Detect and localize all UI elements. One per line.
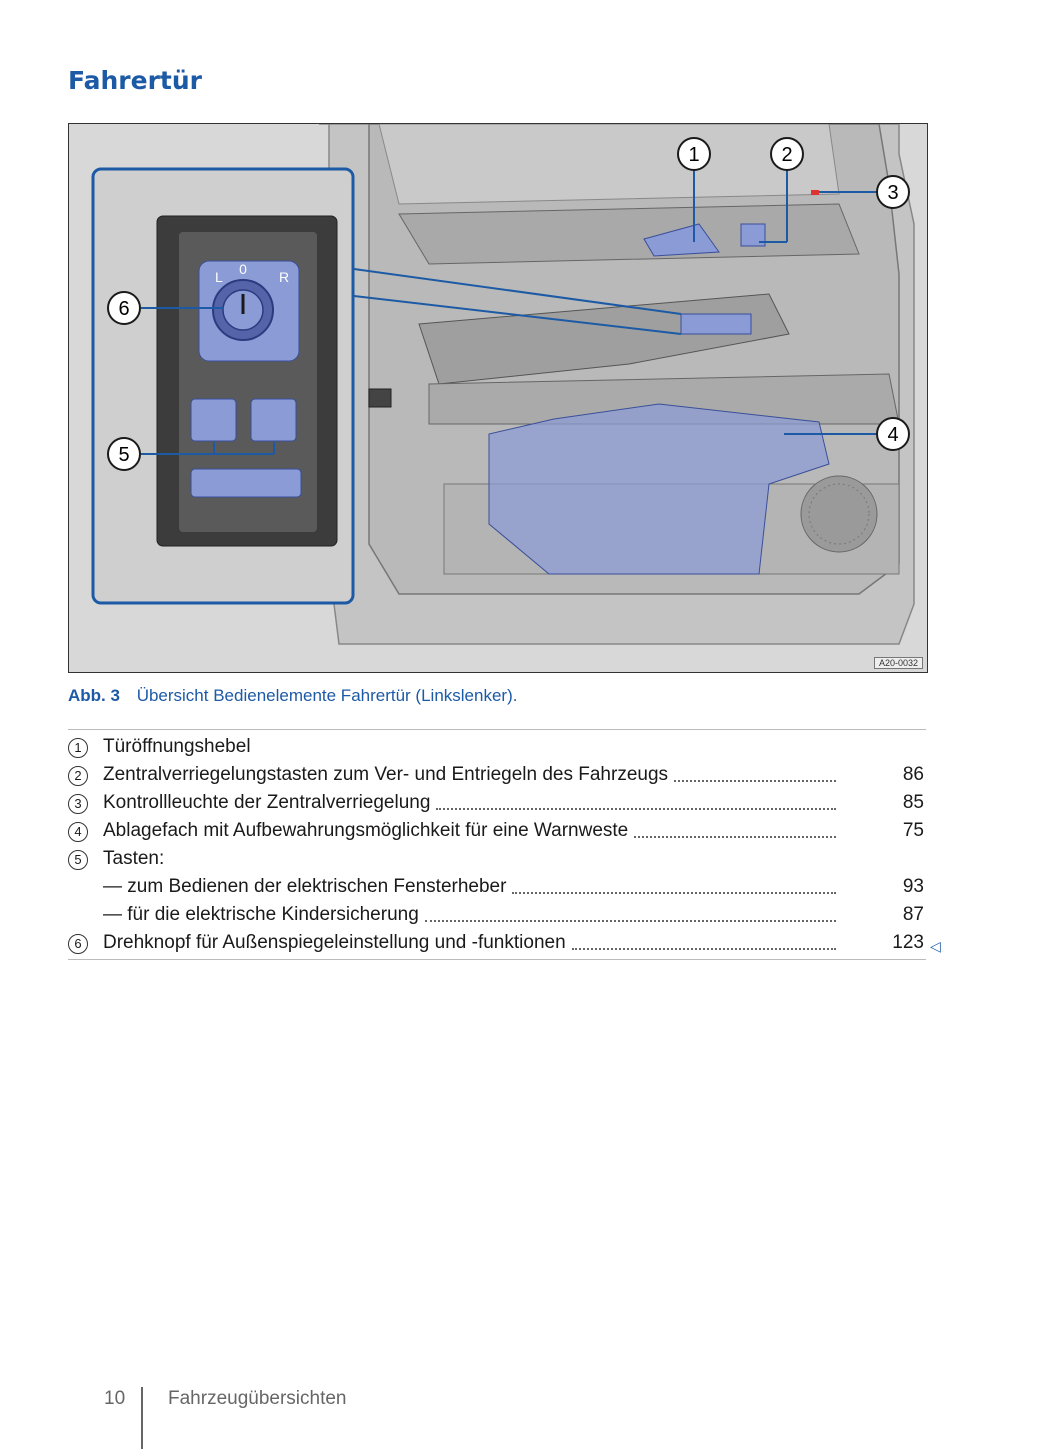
callout-2: 2 <box>771 138 803 170</box>
legend-number: 6 <box>68 934 88 954</box>
legend-text: Drehknopf für Außenspiegeleinstellung un… <box>103 929 566 957</box>
leader-dots <box>512 892 836 894</box>
switch-label-right: R <box>279 269 289 285</box>
footer-divider <box>141 1387 143 1449</box>
legend-text: — für die elektrische Kindersicherung <box>103 901 419 929</box>
legend-text: Zentralverriegelungstasten zum Ver- und … <box>103 761 668 789</box>
leader-dots <box>572 948 836 950</box>
callout-3: 3 <box>877 176 909 208</box>
svg-text:6: 6 <box>118 298 129 320</box>
legend-item: — zum Bedienen der elektrischen Fensterh… <box>68 873 926 901</box>
legend-text: Kontrollleuchte der Zentralverriegelung <box>103 789 430 817</box>
triangle-left-icon: ◁ <box>930 938 941 955</box>
legend-page: 75 <box>903 817 924 845</box>
legend-page: 87 <box>903 901 924 929</box>
legend-page: 86 <box>903 761 924 789</box>
svg-text:5: 5 <box>118 444 129 466</box>
figure-code: A20-0032 <box>874 657 923 669</box>
legend-number: 1 <box>68 738 88 758</box>
svg-text:1: 1 <box>688 144 699 166</box>
caption-label: Abb. 3 <box>68 686 120 705</box>
legend-number: 2 <box>68 766 88 786</box>
leader-dots <box>425 920 836 922</box>
legend-page: 93 <box>903 873 924 901</box>
legend-item: 2 Zentralverriegelungstasten zum Ver- und… <box>68 761 926 789</box>
callout-5: 5 <box>108 438 140 470</box>
legend-text: Türöffnungshebel <box>103 733 251 761</box>
legend-list: 1 Türöffnungshebel 2 Zentralverriegelungsta… <box>68 729 926 960</box>
section-name: Fahrzeugübersichten <box>168 1388 347 1410</box>
legend-text: Ablagefach mit Aufbewahrungsmöglichkeit … <box>103 817 628 845</box>
legend-number: 3 <box>68 794 88 814</box>
door-illustration: 1 2 3 4 5 6 L 0 R <box>69 124 927 672</box>
svg-text:3: 3 <box>887 182 898 204</box>
svg-text:4: 4 <box>887 424 898 446</box>
callout-1: 1 <box>678 138 710 170</box>
figure-caption: Abb. 3 Übersicht Bedienelemente Fahrertü… <box>68 686 517 706</box>
page-title: Fahrertür <box>68 66 202 95</box>
legend-text: — zum Bedienen der elektrischen Fensterh… <box>103 873 506 901</box>
leader-dots <box>634 836 836 838</box>
legend-page: 85 <box>903 789 924 817</box>
switch-label-left: L <box>215 269 223 285</box>
legend-number: 4 <box>68 822 88 842</box>
callout-4: 4 <box>877 418 909 450</box>
page-number: 10 <box>104 1388 125 1410</box>
legend-page: 123 <box>892 929 924 957</box>
leader-dots <box>674 780 836 782</box>
caption-text: Übersicht Bedienelemente Fahrertür (Link… <box>137 686 518 705</box>
legend-item: — für die elektrische Kindersicherung 87 <box>68 901 926 929</box>
legend-text: Tasten: <box>103 845 164 873</box>
callout-6: 6 <box>108 292 140 324</box>
legend-item: 4 Ablagefach mit Aufbewahrungsmöglichkeit… <box>68 817 926 845</box>
legend-item: 1 Türöffnungshebel <box>68 733 926 761</box>
svg-text:2: 2 <box>781 144 792 166</box>
legend-item: 6 Drehknopf für Außenspiegeleinstellung u… <box>68 929 926 957</box>
switch-label-zero: 0 <box>239 261 247 277</box>
leader-dots <box>436 808 836 810</box>
door-figure: 1 2 3 4 5 6 L 0 R A20-0032 <box>68 123 928 673</box>
legend-number: 5 <box>68 850 88 870</box>
legend-item: 3 Kontrollleuchte der Zentralverriegelung… <box>68 789 926 817</box>
legend-item: 5 Tasten: <box>68 845 926 873</box>
